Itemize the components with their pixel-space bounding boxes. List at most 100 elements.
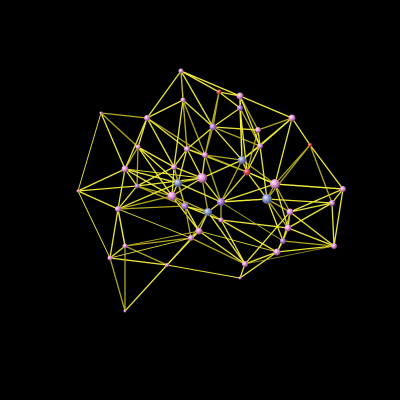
bond-line: [212, 107, 241, 128]
bond-line: [218, 91, 241, 97]
bond-line: [190, 211, 209, 239]
bond-line: [291, 117, 311, 146]
bond-line: [100, 112, 126, 170]
bond-line: [289, 188, 344, 213]
atom-sphere: [178, 68, 184, 74]
bond-line: [100, 112, 148, 119]
bond-line: [166, 264, 241, 279]
atom-sphere: [134, 183, 140, 189]
bond-line: [289, 202, 333, 213]
bond-line: [124, 168, 179, 184]
bond-line: [77, 190, 111, 259]
bond-line: [241, 159, 276, 185]
atom-sphere: [188, 235, 194, 241]
atom-sphere: [181, 202, 189, 210]
bond-line: [136, 146, 139, 187]
bond-line: [117, 205, 186, 210]
atom-sphere: [273, 248, 281, 256]
bond-line: [309, 144, 344, 190]
bond-line: [137, 146, 175, 168]
atom-sphere: [331, 243, 337, 249]
bond-line: [77, 185, 138, 192]
atom-sphere: [255, 127, 261, 133]
atom-sphere: [284, 224, 292, 232]
bond-line: [124, 117, 148, 170]
bond-line: [109, 245, 126, 259]
atom-sphere: [209, 123, 217, 131]
bond-line: [180, 70, 214, 128]
bond-line: [171, 195, 200, 232]
bond-line: [136, 166, 175, 187]
bond-line: [146, 117, 175, 168]
atom-sphere: [195, 227, 203, 235]
atom-sphere: [236, 92, 244, 100]
atom-sphere: [329, 200, 335, 206]
bond-line: [173, 166, 203, 179]
bond-line: [331, 202, 335, 247]
atom-sphere: [167, 191, 177, 201]
bond-line: [244, 211, 291, 265]
bond-line: [239, 107, 261, 147]
bond-line: [173, 148, 188, 168]
atom-sphere: [242, 261, 248, 267]
atom-sphere: [288, 114, 296, 122]
bond-line: [124, 168, 173, 197]
atom-sphere: [218, 217, 224, 223]
atom-sphere: [107, 255, 113, 261]
atom-sphere: [216, 89, 222, 95]
bond-line: [190, 237, 246, 265]
atom-sphere: [308, 143, 312, 147]
atom-sphere: [135, 144, 141, 150]
bond-line: [218, 91, 241, 109]
bond-line: [244, 245, 335, 265]
bond-line: [212, 126, 261, 147]
bond-line: [109, 208, 119, 259]
bond-line: [287, 227, 335, 247]
bond-line: [146, 117, 206, 156]
bond-line: [274, 183, 344, 190]
atom-sphere: [184, 146, 190, 152]
bond-line: [246, 171, 276, 185]
bond-line: [244, 251, 278, 265]
bond-line: [241, 117, 293, 161]
bond-line: [333, 188, 344, 247]
bond-line: [124, 237, 192, 247]
atom-layer: [76, 68, 346, 313]
bond-line: [204, 154, 243, 161]
bond-line: [204, 154, 222, 203]
bond-line: [146, 70, 182, 119]
bond-line: [77, 112, 102, 192]
bond-line: [246, 171, 268, 200]
bond-line: [309, 144, 333, 204]
bond-line: [117, 168, 126, 210]
bond-line: [220, 171, 248, 203]
bond-line: [109, 257, 168, 266]
bond-line: [186, 148, 203, 179]
bond-line: [239, 251, 278, 279]
bond-line: [204, 91, 220, 156]
bond-line: [177, 148, 188, 184]
bond-line: [239, 95, 261, 147]
bond-line: [266, 144, 311, 200]
bond-line: [266, 198, 284, 242]
bond-line: [204, 154, 248, 173]
bond-line: [198, 230, 246, 265]
bond-line: [177, 182, 222, 203]
atom-sphere: [204, 208, 212, 216]
bond-line: [274, 183, 289, 229]
bond-line: [289, 211, 335, 247]
bond-line: [220, 201, 284, 242]
bond-line: [259, 145, 268, 200]
atom-sphere: [286, 208, 294, 216]
bond-line: [136, 177, 203, 187]
bond-line: [136, 185, 173, 197]
atom-sphere: [76, 189, 80, 193]
bond-line: [117, 195, 173, 210]
bond-line: [146, 99, 184, 119]
atom-sphere: [340, 186, 346, 192]
bond-line: [117, 208, 126, 247]
bond-line: [100, 112, 139, 148]
bond-line: [207, 211, 246, 265]
bond-line: [182, 99, 214, 128]
